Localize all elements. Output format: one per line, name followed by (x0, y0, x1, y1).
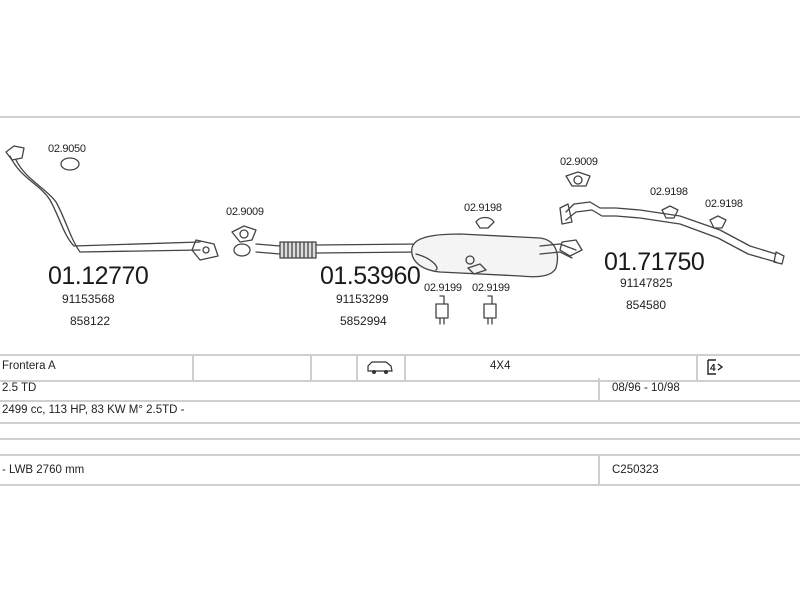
cell-divider (598, 378, 600, 400)
info-row-blank (0, 438, 800, 456)
catalog-code: C250323 (612, 464, 659, 476)
info-row-spec: 2499 cc, 113 HP, 83 KW M° 2.5TD - (0, 400, 800, 424)
hanger-rear-left-label: 02.9198 (650, 186, 688, 198)
tail-pipe-ref-2: 854580 (626, 298, 667, 312)
hanger-rear-right-label: 02.9198 (705, 198, 743, 210)
middle-silencer-ref-1: 91153299 (336, 292, 389, 306)
gasket-rear-label: 02.9009 (560, 156, 598, 168)
clamp-mid-drawing (475, 216, 495, 229)
front-pipe-ref-1: 91153568 (62, 292, 115, 306)
hanger-rear-left-drawing (661, 205, 679, 219)
suv-icon (366, 359, 394, 378)
tail-pipe-ref-1: 91147825 (620, 276, 673, 290)
clamp-mid-label: 02.9198 (464, 202, 502, 214)
four-wheel-drive-icon: 4 (706, 358, 726, 379)
body-type: - LWB 2760 mm (2, 464, 85, 476)
hanger-right-label: 02.9199 (472, 282, 510, 294)
gasket-rear-drawing (565, 171, 591, 187)
production-years: 08/96 - 10/98 (612, 382, 680, 394)
gasket-mid-drawing (231, 225, 257, 257)
front-pipe-part-number: 01.12770 (48, 262, 149, 290)
cell-divider (598, 454, 600, 484)
tail-pipe-drawing (559, 201, 785, 265)
middle-silencer-ref-2: 5852994 (340, 314, 387, 328)
svg-text:4: 4 (710, 363, 716, 374)
exhaust-drawing (5, 145, 785, 325)
middle-pipe-drawing (255, 241, 421, 259)
gasket-mid-label: 02.9009 (226, 206, 264, 218)
info-row-model: Frontera A 4X4 4 (0, 354, 800, 382)
info-row-engine: 2.5 TD 08/96 - 10/98 (0, 378, 800, 402)
engine: 2.5 TD (2, 382, 37, 394)
cell-divider (404, 356, 406, 380)
cell-divider (192, 356, 194, 380)
cell-divider (310, 356, 312, 380)
vehicle-model: Frontera A (2, 360, 56, 372)
cell-divider (696, 356, 698, 380)
top-divider (0, 116, 800, 118)
gasket-front-drawing (60, 157, 80, 171)
hanger-left-label: 02.9199 (424, 282, 462, 294)
front-pipe-drawing (5, 145, 219, 261)
exhaust-diagram: 02.9050 01.12770 91153568 858122 02.9009… (0, 118, 800, 354)
hanger-rear-right-drawing (709, 215, 727, 229)
silencer-drawing (411, 233, 583, 278)
info-row-body: - LWB 2760 mm C250323 (0, 454, 800, 486)
engine-spec: 2499 cc, 113 HP, 83 KW M° 2.5TD - (2, 404, 185, 416)
front-pipe-ref-2: 858122 (70, 314, 111, 328)
drive-type: 4X4 (490, 360, 511, 372)
gasket-front-label: 02.9050 (48, 143, 86, 155)
tail-pipe-part-number: 01.71750 (604, 248, 705, 276)
middle-silencer-part-number: 01.53960 (320, 262, 421, 290)
hanger-left-drawing (435, 295, 449, 325)
info-row-blank (0, 422, 800, 440)
cell-divider (356, 356, 358, 380)
hanger-right-drawing (483, 295, 497, 325)
